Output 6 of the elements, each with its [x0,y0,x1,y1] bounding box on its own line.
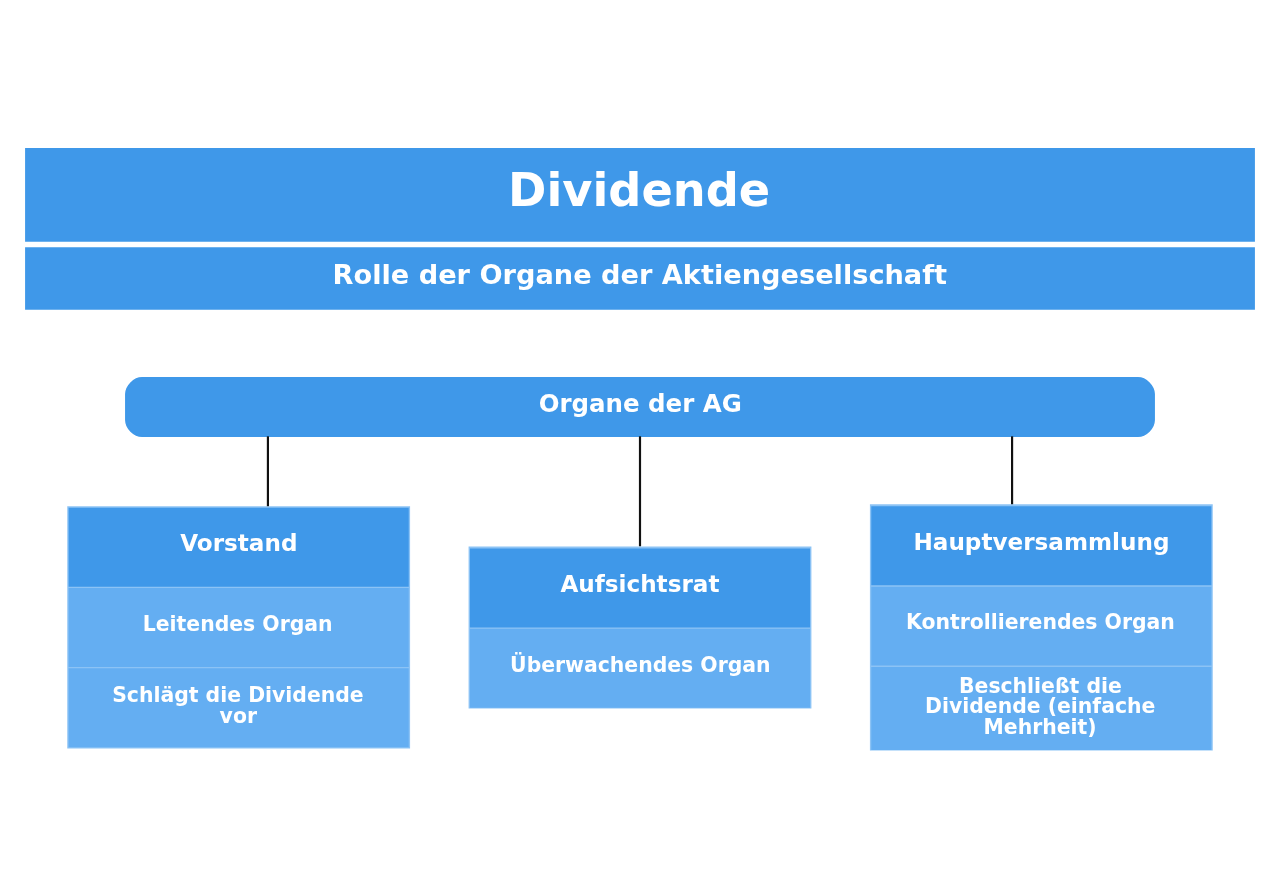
connector [1011,436,1014,505]
node-box: Organe der AG [125,377,1155,437]
connector [266,436,269,507]
label: Rolle der Organe der Aktiengesellschaft [332,258,948,290]
diagram-title: Dividende [508,162,771,217]
connector [638,436,642,547]
